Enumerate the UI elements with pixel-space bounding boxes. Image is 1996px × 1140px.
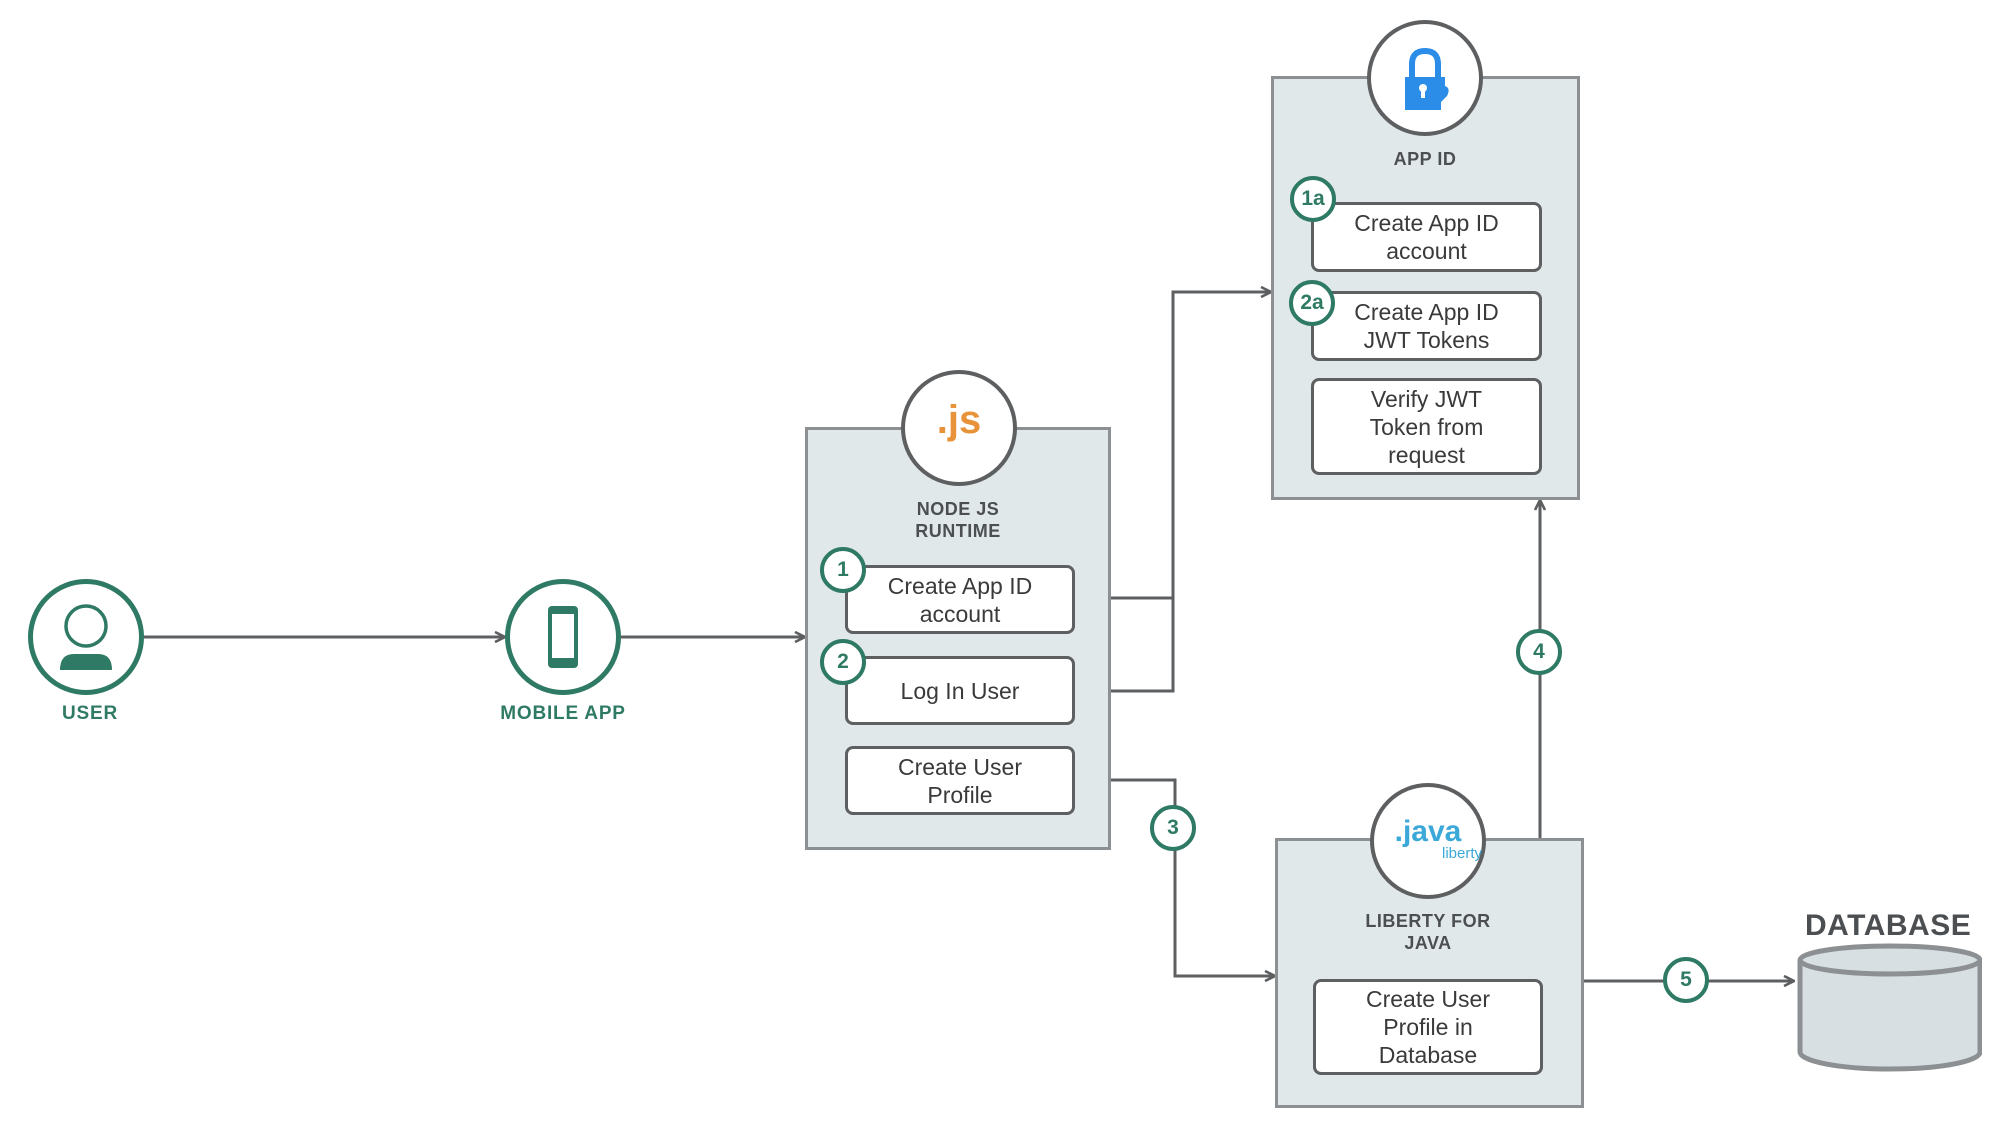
line-profile-to-liberty — [1075, 778, 1275, 976]
java-logo-text: .java — [1394, 815, 1462, 848]
nodejs-step-create-profile: Create User Profile — [845, 746, 1075, 815]
step-badge-1a: 1a — [1290, 176, 1336, 222]
step-badge-1: 1 — [820, 547, 866, 593]
appid-panel-title: APP ID — [1393, 149, 1457, 169]
appid-step-create-jwt: Create App ID JWT Tokens — [1311, 291, 1542, 361]
person-icon — [60, 604, 112, 670]
liberty-step-create-profile-db: Create User Profile in Database — [1313, 979, 1543, 1075]
database-label: DATABASE — [1805, 909, 1972, 942]
liberty-panel-title: LIBERTY FOR JAVA — [1365, 911, 1491, 953]
java-liberty-logo: .java liberty — [1370, 783, 1486, 899]
database-cylinder-icon — [1797, 943, 1982, 1072]
step-badge-2: 2 — [820, 639, 866, 685]
step-badge-2a: 2a — [1289, 280, 1335, 326]
line-create-account-to-appid — [1075, 292, 1271, 600]
nodejs-step-create-account: Create App ID account — [845, 565, 1075, 634]
user-label: USER — [62, 703, 118, 724]
step-badge-3: 3 — [1150, 805, 1196, 851]
appid-logo — [1367, 20, 1483, 136]
nodejs-step-login-user: Log In User — [845, 656, 1075, 725]
step-badge-5: 5 — [1663, 957, 1709, 1003]
mobile-app-node — [505, 579, 621, 695]
appid-step-create-account: Create App ID account — [1311, 202, 1542, 272]
liberty-logo-subtext: liberty — [1441, 845, 1482, 862]
nodejs-panel-title: NODE JS RUNTIME — [915, 499, 1001, 541]
step-badge-4: 4 — [1516, 629, 1562, 675]
lock-icon — [1405, 47, 1449, 110]
appid-step-verify-jwt: Verify JWT Token from request — [1311, 378, 1542, 475]
smartphone-icon — [548, 606, 578, 668]
nodejs-logo: .js — [901, 370, 1017, 486]
mobile-app-label: MOBILE APP — [500, 703, 626, 724]
user-node — [28, 579, 144, 695]
nodejs-logo-text: .js — [936, 398, 982, 442]
